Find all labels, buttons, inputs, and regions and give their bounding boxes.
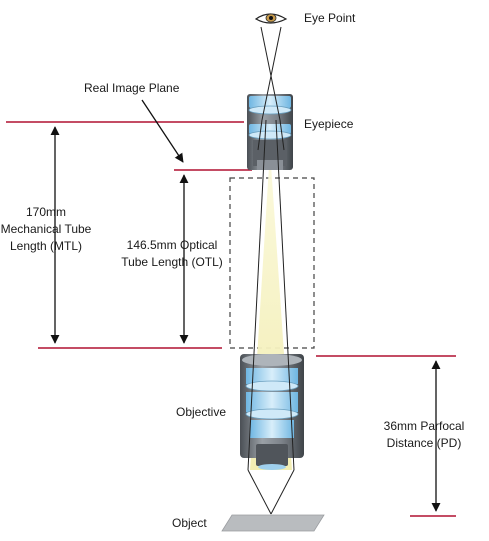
otl-label-line-2: Tube Length (OTL): [121, 255, 223, 269]
mtl-label: 170mm Mechanical Tube Length (MTL): [1, 205, 92, 253]
reference-lines: [6, 121, 456, 517]
eye-icon: [254, 13, 288, 24]
objective: [240, 354, 304, 470]
pd-label: 36mm Parfocal Distance (PD): [384, 419, 465, 450]
pd-label-line-1: 36mm Parfocal: [384, 419, 465, 433]
otl-label: 146.5mm Optical Tube Length (OTL): [121, 238, 223, 269]
real-image-plane-pointer: [141, 99, 184, 163]
mtl-label-line-1: 170mm: [26, 205, 66, 219]
optical-tube-outline: [229, 177, 315, 349]
mtl-label-line-3: Length (MTL): [10, 239, 82, 253]
otl-label-line-1: 146.5mm Optical: [127, 238, 218, 252]
object-label: Object: [172, 516, 207, 530]
object-slide: [221, 514, 325, 532]
eyepiece-label: Eyepiece: [304, 117, 354, 131]
ray-lines: [247, 26, 295, 515]
objective-label: Objective: [176, 405, 226, 419]
eyepiece: [247, 94, 293, 170]
eye-point-label: Eye Point: [304, 11, 356, 25]
real-image-plane-label: Real Image Plane: [84, 81, 180, 95]
mtl-label-line-2: Mechanical Tube: [1, 222, 92, 236]
pd-label-line-2: Distance (PD): [387, 436, 462, 450]
